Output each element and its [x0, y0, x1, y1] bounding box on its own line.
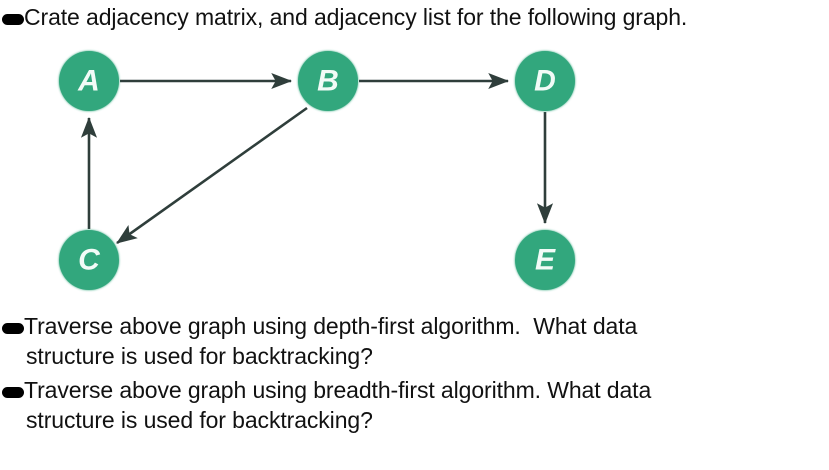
graph-node-b[interactable]: B [298, 51, 358, 111]
dash-bullet-icon [2, 14, 24, 25]
graph-node-e[interactable]: E [515, 230, 575, 290]
question-text-breadth-first-line2: structure is used for backtracking? [26, 407, 373, 433]
graph-node-a[interactable]: A [59, 51, 119, 111]
question-item-depth-first: Traverse above graph using depth-first a… [2, 311, 637, 341]
question-text-depth-first-line1: Traverse above graph using depth-first a… [24, 313, 638, 339]
graph-node-a-label: A [77, 65, 100, 98]
graph-node-e-label: E [535, 244, 556, 277]
graph-node-d-label: D [534, 65, 556, 98]
graph-node-c-label: C [78, 244, 101, 277]
edge-b-to-c [116, 106, 308, 245]
graph-node-c[interactable]: C [59, 230, 119, 290]
question-text-depth-first-line2: structure is used for backtracking? [26, 343, 373, 369]
directed-graph-diagram: A B D C E [0, 38, 640, 303]
question-text-create-matrix: Crate adjacency matrix, and adjacency li… [24, 4, 688, 30]
graph-node-b-label: B [317, 65, 339, 98]
question-item-breadth-first: Traverse above graph using breadth-first… [2, 375, 651, 405]
dash-bullet-icon [2, 387, 24, 398]
graph-node-d[interactable]: D [515, 51, 575, 111]
dash-bullet-icon [2, 323, 24, 334]
question-item-create-matrix: Crate adjacency matrix, and adjacency li… [2, 2, 687, 32]
question-text-breadth-first-line1: Traverse above graph using breadth-first… [24, 377, 652, 403]
